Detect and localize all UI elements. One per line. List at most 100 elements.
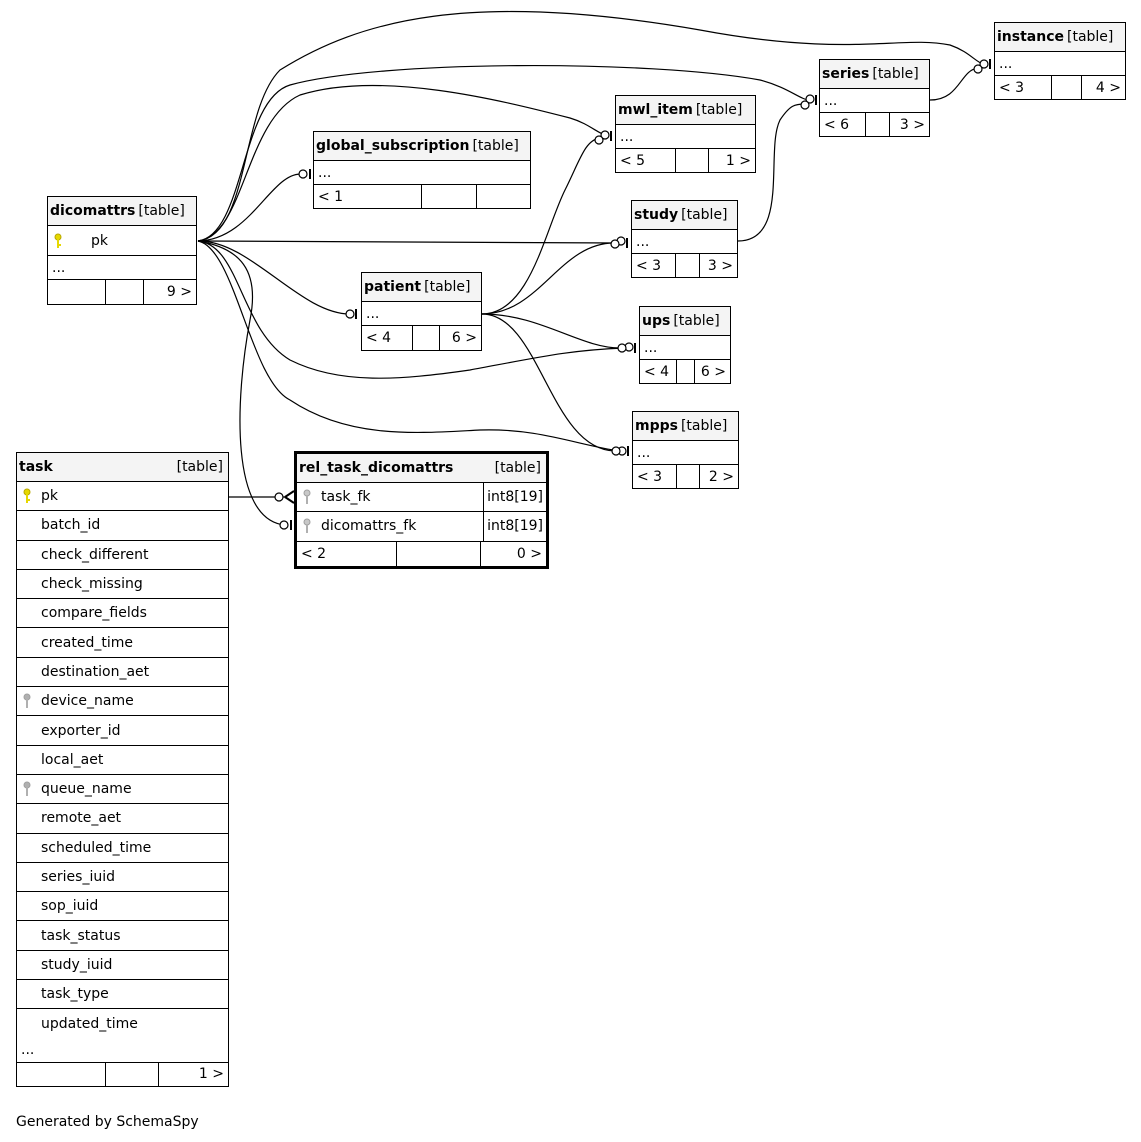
column-name: scheduled_time [41,839,152,856]
nav-children[interactable]: 4 > [1081,76,1125,99]
table-name[interactable]: instance [997,29,1064,45]
nav-children[interactable]: 1 > [158,1062,228,1086]
column-row[interactable]: created_time [17,628,228,658]
nav-parents[interactable]: < 1 [318,188,344,205]
table-header: series [table] [820,60,929,89]
nav-children[interactable]: 3 > [699,254,737,277]
nav-children[interactable]: 1 > [708,149,755,172]
nav-children[interactable]: 3 > [889,113,929,136]
table-name[interactable]: task [19,459,53,475]
nav-parents[interactable]: < 4 [366,330,392,346]
column-row[interactable]: exporter_id [17,716,228,746]
nav-children[interactable]: 6 > [694,360,730,383]
column-row[interactable]: queue_name [17,775,228,805]
relationship-nav: < 6 3 > [820,113,929,136]
nav-parents[interactable]: < 6 [824,116,850,133]
table-ups[interactable]: ups [table] ... < 4 6 > [639,306,731,384]
more-columns: ... [633,441,738,465]
table-global-subscription[interactable]: global_subscription [table] ... < 1 [313,131,531,209]
ellipsis: ... [636,233,650,250]
nav-children[interactable]: 2 > [699,465,738,488]
column-row[interactable]: study_iuid [17,951,228,981]
column-row[interactable]: remote_aet [17,804,228,834]
table-mwl-item[interactable]: mwl_item [table] ... < 5 1 > [615,95,756,173]
table-kind: [table] [1067,29,1114,45]
nav-children[interactable]: 0 > [480,541,546,566]
more-columns: ... [820,89,929,113]
nav-parents[interactable] [48,280,105,304]
nav-spacer [396,541,480,566]
table-study[interactable]: study [table] ... < 3 3 > [631,200,738,278]
column-row[interactable]: destination_aet [17,658,228,688]
column-name: study_iuid [41,956,113,973]
column-row[interactable]: series_iuid [17,863,228,893]
column-row[interactable]: dicomattrs_fk int8[19] [297,512,546,542]
relationship-nav: < 2 0 > [297,541,546,566]
column-row[interactable]: compare_fields [17,599,228,629]
nav-parents[interactable]: < 5 [620,152,646,169]
table-instance[interactable]: instance [table] ... < 3 4 > [994,22,1126,100]
more-columns: ... [48,256,196,280]
column-row[interactable]: updated_time [17,1009,228,1038]
primary-key-icon [48,233,68,249]
table-name[interactable]: rel_task_dicomattrs [299,460,454,476]
table-series[interactable]: series [table] ... < 6 3 > [819,59,930,137]
zero-marker [973,64,983,74]
nav-parents[interactable]: < 3 [999,79,1025,96]
table-name[interactable]: patient [364,279,422,295]
table-kind: [table] [872,66,919,82]
nav-parents[interactable]: < 3 [636,257,662,274]
column-name: task_fk [321,489,371,506]
table-name[interactable]: study [634,207,679,223]
table-mpps[interactable]: mpps [table] ... < 3 2 > [632,411,739,489]
column-row[interactable]: task_status [17,921,228,951]
table-name[interactable]: ups [642,313,671,329]
table-kind: [table] [680,418,728,434]
table-rel-task-dicomattrs[interactable]: rel_task_dicomattrs [table] task_fk int8… [294,451,549,569]
table-kind: [table] [494,460,541,476]
column-row[interactable]: batch_id [17,511,228,541]
ellipsis: ... [824,92,838,109]
zero-marker [345,309,355,319]
zero-marker [617,446,627,456]
table-kind: [table] [695,102,743,118]
column-row[interactable]: local_aet [17,746,228,775]
more-columns: ... [362,302,481,326]
zero-marker [617,343,627,353]
nav-parents[interactable]: < 4 [644,363,670,380]
column-row[interactable]: pk [48,226,196,256]
zero-marker [274,492,284,502]
nav-children[interactable]: 6 > [439,326,481,350]
nav-parents[interactable]: < 2 [301,545,327,562]
edge-patient-mpps [481,313,616,452]
column-row[interactable]: device_name [17,687,228,717]
column-name: queue_name [41,781,132,798]
table-patient[interactable]: patient [table] ... < 4 6 > [361,272,482,351]
table-name[interactable]: dicomattrs [50,203,136,219]
table-dicomattrs[interactable]: dicomattrs [table] pk ... 9 > [47,196,197,305]
nav-children[interactable] [476,185,530,208]
column-row[interactable]: task_type [17,980,228,1010]
column-row[interactable]: check_missing [17,570,228,600]
zero-marker [979,59,989,69]
relationship-nav: 9 > [48,280,196,304]
nav-spacer [421,185,476,208]
column-name: pk [91,232,108,249]
table-name[interactable]: mwl_item [618,102,693,118]
table-name[interactable]: series [822,66,870,82]
relationship-nav: < 3 4 > [995,76,1125,99]
column-row[interactable]: pk [17,482,228,512]
column-row[interactable]: check_different [17,541,228,570]
nav-children[interactable]: 9 > [143,280,196,304]
column-row[interactable]: sop_iuid [17,892,228,922]
relationship-nav: 1 > [17,1062,228,1086]
nav-parents[interactable] [17,1063,105,1086]
column-row[interactable]: task_fk int8[19] [297,483,546,513]
table-header: ups [table] [640,307,730,336]
table-name[interactable]: global_subscription [316,138,470,154]
column-name: dicomattrs_fk [321,518,417,535]
nav-parents[interactable]: < 3 [637,468,663,485]
table-name[interactable]: mpps [635,418,678,434]
column-row[interactable]: scheduled_time [17,834,228,863]
